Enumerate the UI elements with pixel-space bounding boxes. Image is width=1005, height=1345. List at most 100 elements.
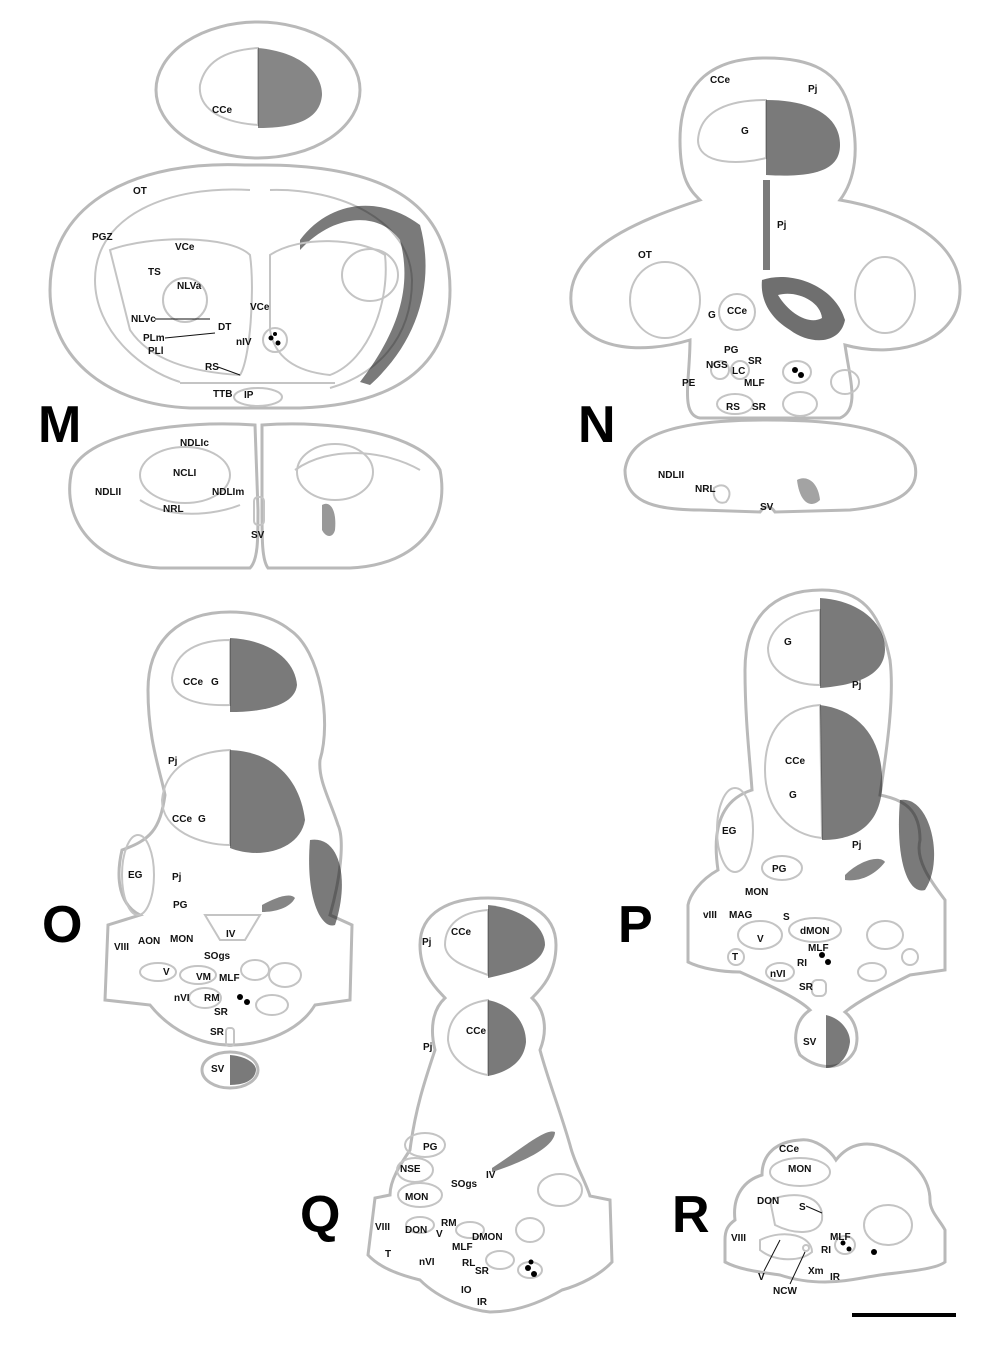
label-q-rl: RL: [462, 1258, 475, 1269]
label-q-cce-2: CCe: [466, 1026, 486, 1037]
label-n-ngs: NGS: [706, 360, 728, 371]
label-p-g: G: [784, 637, 792, 648]
label-o-iv: IV: [226, 929, 236, 940]
label-n-lc: LC: [732, 366, 745, 377]
label-q-mon: MON: [405, 1192, 428, 1203]
label-q-viii: VIII: [375, 1222, 390, 1233]
panel-n: N CCe Pj G Pj OT G CCe PG SR NGS LC PE M…: [571, 58, 960, 513]
panel-letter-o: O: [42, 896, 82, 954]
label-n-pg: PG: [724, 345, 739, 356]
label-r-s: S: [799, 1202, 806, 1213]
label-o-mlf: MLF: [219, 973, 240, 984]
label-rs: RS: [205, 362, 219, 373]
label-dt: DT: [218, 322, 231, 333]
label-ndlic: NDLIc: [180, 438, 209, 449]
label-p-dmon: dMON: [800, 926, 829, 937]
label-r-cce: CCe: [779, 1144, 799, 1155]
label-sv: SV: [251, 530, 265, 541]
label-pgz: PGZ: [92, 232, 113, 243]
label-r-xm: Xm: [808, 1266, 824, 1277]
label-o-cce: CCe: [183, 677, 203, 688]
label-o-aon: AON: [138, 936, 160, 947]
label-n-g-2: G: [708, 310, 716, 321]
label-n-ndlii: NDLII: [658, 470, 684, 481]
label-o-nvi: nVI: [174, 993, 190, 1004]
label-o-sogs: SOgs: [204, 951, 231, 962]
label-q-ir: IR: [477, 1297, 488, 1308]
label-r-ir: IR: [830, 1272, 841, 1283]
label-p-sr: SR: [799, 982, 814, 993]
label-p-nvi: nVI: [770, 969, 786, 980]
label-n-rs: RS: [726, 402, 740, 413]
label-p-g-2: G: [789, 790, 797, 801]
label-q-io: IO: [461, 1285, 472, 1296]
label-n-g: G: [741, 126, 749, 137]
panel-letter-r: R: [672, 1186, 710, 1244]
label-n-pj: Pj: [808, 84, 818, 95]
label-o-mon: MON: [170, 934, 193, 945]
label-q-mlf: MLF: [452, 1242, 473, 1253]
panel-letter-m: M: [38, 396, 81, 454]
label-ttb: TTB: [213, 389, 232, 400]
label-p-sv: SV: [803, 1037, 817, 1048]
label-n-sv: SV: [760, 502, 774, 513]
panel-letter-q: Q: [300, 1186, 340, 1244]
label-r-viii: VIII: [731, 1233, 746, 1244]
label-o-pj: Pj: [168, 756, 178, 767]
label-q-rm: RM: [441, 1218, 457, 1229]
label-p-pj-2: Pj: [852, 840, 862, 851]
label-o-sv: SV: [211, 1064, 225, 1075]
panel-m: M CCe OT PGZ VCe TS NLVa VCe NLVc DT PLm…: [38, 22, 450, 568]
label-o-sr-2: SR: [210, 1027, 225, 1038]
panel-r: R CCe MON DON S VIII MLF RI IR Xm V NCW: [672, 1140, 945, 1297]
label-r-don: DON: [757, 1196, 779, 1207]
label-p-cce: CCe: [785, 756, 805, 767]
label-vce: VCe: [175, 242, 195, 253]
label-q-iv: IV: [486, 1170, 496, 1181]
label-pll: PLl: [148, 346, 164, 357]
label-q-don: DON: [405, 1225, 427, 1236]
label-p-mag: MAG: [729, 910, 753, 921]
label-vce-2: VCe: [250, 302, 270, 313]
label-p-v: V: [757, 934, 764, 945]
label-n-mlf: MLF: [744, 378, 765, 389]
label-ip: IP: [244, 390, 254, 401]
label-nlvc: NLVc: [131, 314, 156, 325]
label-o-eg: EG: [128, 870, 143, 881]
label-o-g: G: [211, 677, 219, 688]
label-o-sr: SR: [214, 1007, 229, 1018]
label-p-pj: Pj: [852, 680, 862, 691]
label-q-t: T: [385, 1249, 391, 1260]
label-o-rm: RM: [204, 993, 220, 1004]
label-ncli: NCLI: [173, 468, 197, 479]
panel-letter-p: P: [618, 896, 653, 954]
label-q-nse: NSE: [400, 1164, 421, 1175]
label-nrl: NRL: [163, 504, 184, 515]
label-q-pj-2: Pj: [423, 1042, 433, 1053]
label-p-t: T: [732, 952, 738, 963]
label-o-g-2: G: [198, 814, 206, 825]
label-n-ot: OT: [638, 250, 652, 261]
label-o-vm: VM: [196, 972, 211, 983]
label-cce: CCe: [212, 105, 232, 116]
label-q-nvi: nVI: [419, 1257, 435, 1268]
label-r-mon: MON: [788, 1164, 811, 1175]
label-p-mon: MON: [745, 887, 768, 898]
label-q-cce: CCe: [451, 927, 471, 938]
label-n-cce: CCe: [710, 75, 730, 86]
label-p-s: S: [783, 912, 790, 923]
label-p-mlf: MLF: [808, 943, 829, 954]
label-n-sr: SR: [748, 356, 763, 367]
label-plm: PLm: [143, 333, 165, 344]
label-o-pj-2: Pj: [172, 872, 182, 883]
label-r-ncw: NCW: [773, 1286, 797, 1297]
label-n-sr-2: SR: [752, 402, 767, 413]
label-q-sr: SR: [475, 1266, 490, 1277]
label-ndlii: NDLII: [95, 487, 121, 498]
label-p-ri: RI: [797, 958, 807, 969]
label-o-v: V: [163, 967, 170, 978]
label-o-cce-2: CCe: [172, 814, 192, 825]
panel-o: O CCe G Pj CCe G EG Pj PG VIII AON MON I…: [42, 612, 352, 1088]
panel-letter-n: N: [578, 396, 616, 454]
